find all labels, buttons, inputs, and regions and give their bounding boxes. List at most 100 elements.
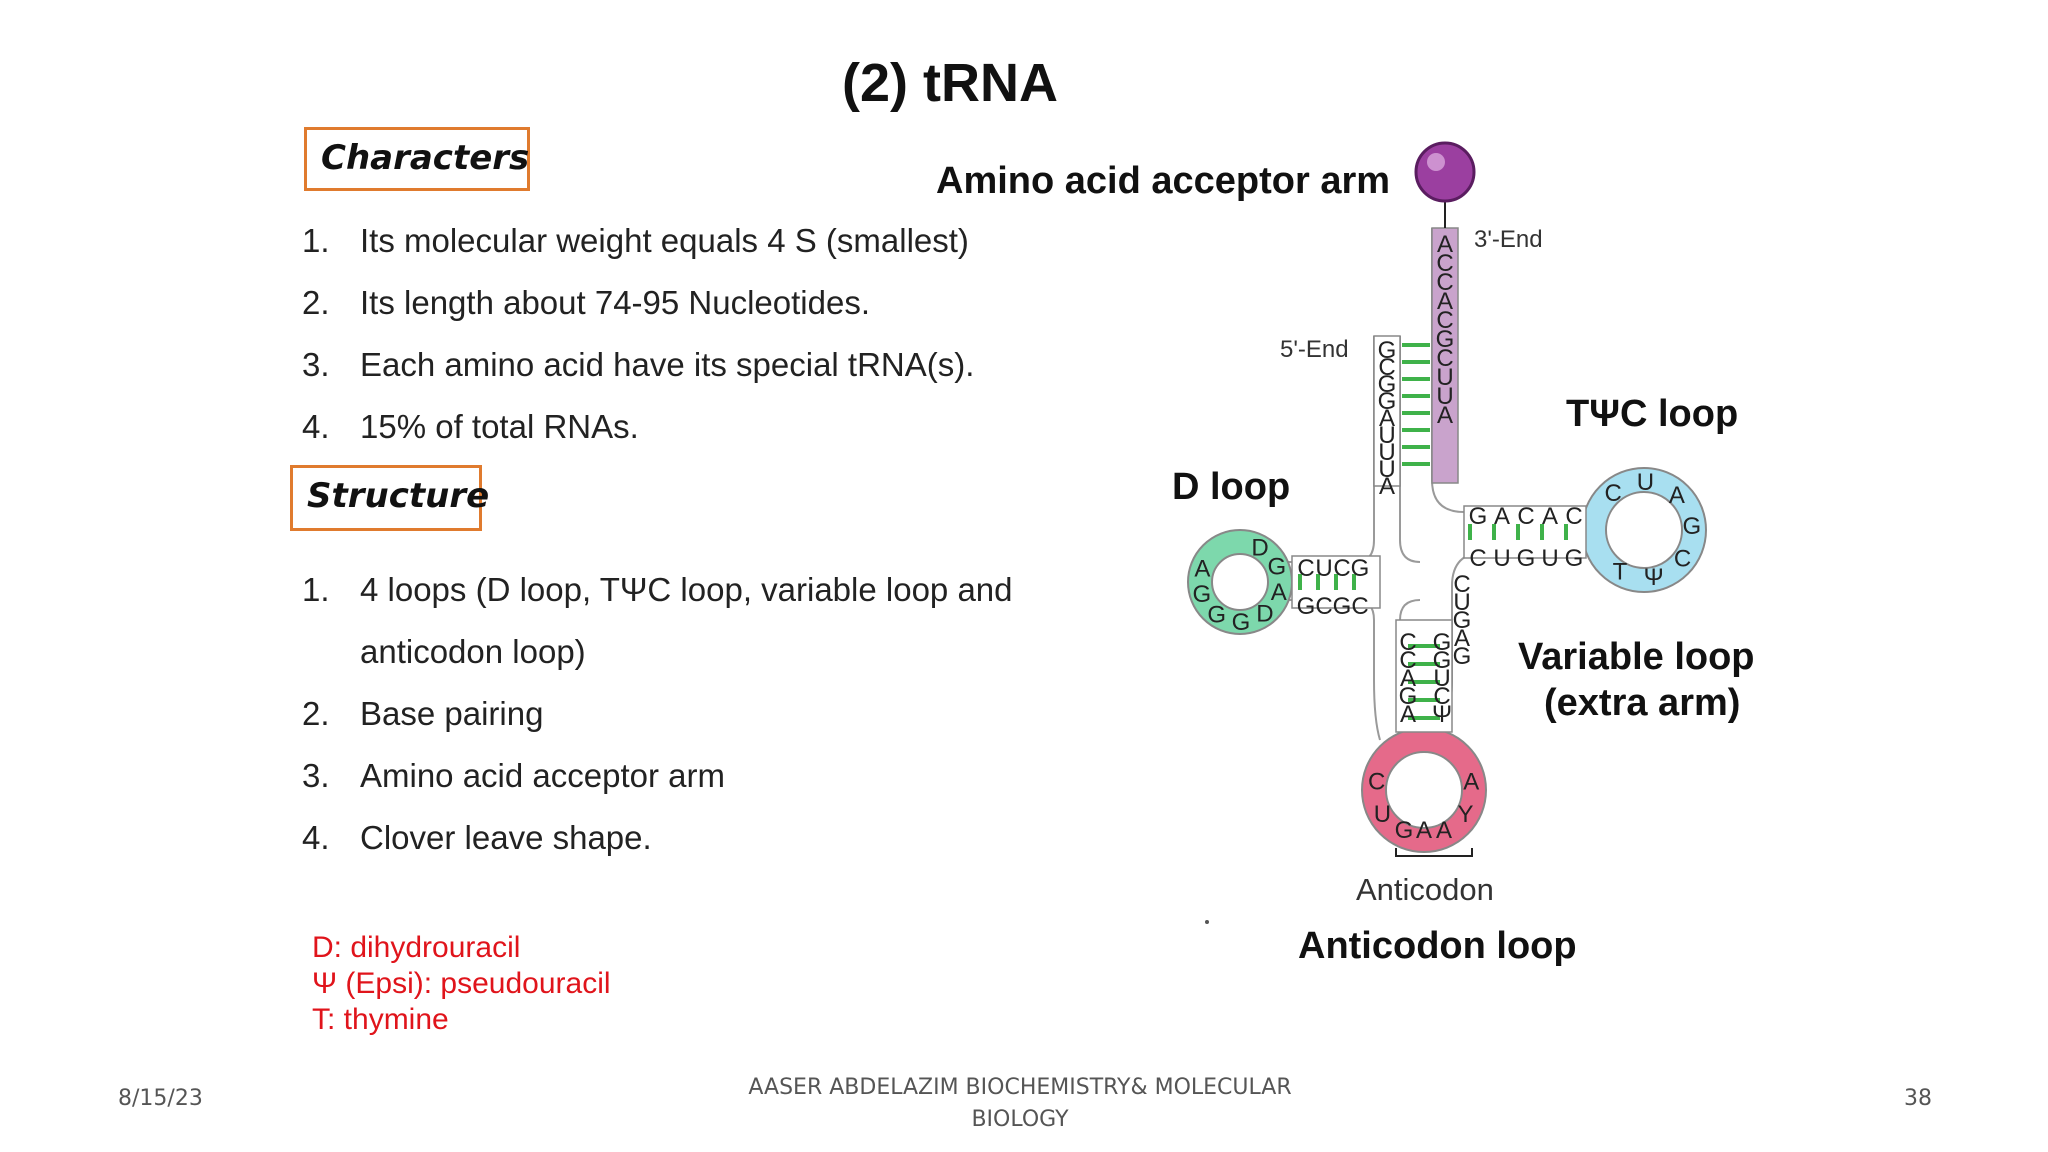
t-loop-base: T	[1613, 559, 1628, 586]
acceptor-3-base: A	[1437, 288, 1453, 315]
acceptor-5-base: C	[1378, 354, 1395, 381]
variable-loop-sublabel: (extra arm)	[1544, 682, 1741, 724]
anticodon-stem-right-base: Ψ	[1432, 701, 1452, 728]
acceptor-3-base: C	[1436, 250, 1453, 277]
acceptor-5-base: A	[1379, 473, 1395, 500]
anticodon-loop-right-base: A	[1463, 769, 1479, 796]
tpsic-loop-label: TΨC loop	[1566, 393, 1739, 435]
list-item: 3.Amino acid acceptor arm	[302, 757, 725, 794]
d-loop-base: G	[1232, 609, 1251, 636]
variable-base: C	[1453, 571, 1470, 598]
anticodon-loop-left-base: U	[1374, 801, 1391, 828]
d-stem-top-base: U	[1315, 555, 1332, 582]
d-loop-label: D loop	[1172, 466, 1291, 508]
t-stem-top-base: A	[1494, 503, 1510, 530]
anticodon-loop-label: Anticodon loop	[1298, 925, 1577, 967]
anticodon-stem-right-base: G	[1433, 647, 1452, 674]
d-stem-bottom-base: G	[1333, 593, 1352, 620]
list-item: 1.4 loops (D loop, TΨC loop, variable lo…	[302, 571, 1013, 670]
characters-heading: Characters	[321, 138, 530, 178]
list-item: 1.Its molecular weight equals 4 S (small…	[302, 222, 969, 259]
legend-item: Ψ (Epsi): pseudouracil	[312, 967, 611, 1000]
d-stem-bottom-base: C	[1315, 593, 1332, 620]
list-item: 4.Clover leave shape.	[302, 819, 652, 856]
structure-heading: Structure	[307, 476, 490, 516]
list-item: 4.15% of total RNAs.	[302, 408, 639, 445]
d-loop-base: G	[1268, 553, 1287, 580]
d-stem-bottom-base: C	[1351, 593, 1368, 620]
characters-list: 1.Its molecular weight equals 4 S (small…	[302, 210, 974, 458]
variable-base: G	[1453, 607, 1472, 634]
acceptor-3-base: A	[1437, 402, 1453, 429]
acceptor-3-base: C	[1436, 345, 1453, 372]
t-loop-base: C	[1604, 480, 1621, 507]
structure-list: 1.4 loops (D loop, TΨC loop, variable lo…	[302, 559, 1013, 869]
acceptor-3-base: U	[1436, 383, 1453, 410]
acceptor-3-base: C	[1436, 307, 1453, 334]
t-stem-top-base: C	[1517, 503, 1534, 530]
t-loop-ring-hole	[1605, 491, 1683, 569]
t-loop-base: A	[1669, 482, 1685, 509]
structure-heading-box: Structure	[290, 465, 489, 531]
anticodon-loop-right-base: Y	[1458, 801, 1474, 828]
variable-loop-label: Variable loop	[1518, 636, 1755, 678]
acceptor-3-base: G	[1436, 326, 1455, 353]
footer-date: 8/15/23	[118, 1086, 203, 1111]
variable-base: A	[1454, 625, 1470, 652]
t-stem-top-base: G	[1469, 503, 1488, 530]
three-prime-end-label: 3'-End	[1474, 226, 1543, 253]
variable-base: U	[1453, 589, 1470, 616]
t-stem-top-base: A	[1542, 503, 1558, 530]
t-stem-bottom-base: G	[1517, 545, 1536, 572]
anticodon-stem-left-base: C	[1399, 629, 1416, 656]
anticodon-stem-left-base: C	[1399, 647, 1416, 674]
abbreviation-legend: D: dihydrouracil Ψ (Epsi): pseudouracil …	[312, 930, 611, 1038]
t-stem-bottom-base: U	[1493, 545, 1510, 572]
d-loop-base: G	[1192, 581, 1211, 608]
anticodon-stem-left-base: G	[1399, 683, 1418, 710]
acceptor-5-base: U	[1378, 456, 1395, 483]
variable-base: G	[1453, 643, 1472, 670]
t-loop-base: C	[1674, 546, 1691, 573]
anticodon-loop-left-base: C	[1368, 769, 1385, 796]
legend-item: T: thymine	[312, 1003, 449, 1036]
d-loop-base: A	[1271, 579, 1287, 606]
anticodon-stem-right-base: G	[1433, 629, 1452, 656]
d-loop-ring-hole	[1211, 553, 1269, 611]
d-stem-bottom-base: G	[1297, 593, 1316, 620]
acceptor-5-base: A	[1379, 405, 1395, 432]
t-loop-base: Ψ	[1644, 564, 1664, 591]
acceptor-3-base: U	[1436, 364, 1453, 391]
anticodon-base: A	[1436, 817, 1452, 844]
list-item: 2.Base pairing	[302, 695, 544, 732]
footer-author-line: AASER ABDELAZIM BIOCHEMISTRY& MOLECULAR	[748, 1075, 1292, 1100]
t-stem-top-base: C	[1565, 503, 1582, 530]
acceptor-3-base: A	[1437, 231, 1453, 258]
d-loop-base: G	[1207, 601, 1226, 628]
amino-acid-highlight	[1427, 153, 1445, 171]
anticodon-stem-right-base: C	[1433, 683, 1450, 710]
t-stem-bottom-base: U	[1541, 545, 1558, 572]
list-item: 2.Its length about 74-95 Nucleotides.	[302, 284, 871, 321]
d-loop-base: D	[1251, 534, 1268, 561]
characters-heading-box: Characters	[304, 127, 530, 191]
anticodon-loop-ring-hole	[1385, 751, 1463, 829]
t-stem-bottom-base: G	[1565, 545, 1584, 572]
acceptor-5-base: G	[1378, 371, 1397, 398]
anticodon-stem-left-base: A	[1400, 701, 1416, 728]
footer-page-number: 38	[1904, 1086, 1932, 1111]
list-item: 3.Each amino acid have its special tRNA(…	[302, 346, 975, 383]
acceptor-5-base: U	[1378, 439, 1395, 466]
anticodon-label: Anticodon	[1356, 872, 1494, 907]
anticodon-base: G	[1395, 817, 1414, 844]
diagram-shapes	[1187, 141, 1707, 924]
anticodon-stem	[1395, 619, 1453, 733]
d-stem-top-base: G	[1351, 555, 1370, 582]
d-stem-top-base: C	[1297, 555, 1314, 582]
amino-acid-ball	[1414, 141, 1476, 203]
acceptor-arm-label: Amino acid acceptor arm	[936, 160, 1391, 202]
acceptor-5-base: U	[1378, 422, 1395, 449]
d-stem-top-base: C	[1333, 555, 1350, 582]
